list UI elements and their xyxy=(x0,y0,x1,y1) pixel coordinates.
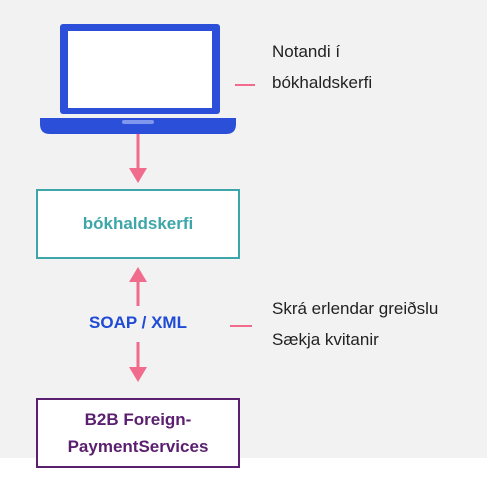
user-note: Notandi í bókhaldskerfi xyxy=(272,36,372,98)
accounting-system-label: bókhaldskerfi xyxy=(82,214,194,233)
user-note-line-2: bókhaldskerfi xyxy=(272,73,373,92)
payment-service-line-2: PaymentServices xyxy=(67,437,209,456)
protocol-label: SOAP / XML xyxy=(68,313,208,333)
action-note-line-1: Skrá erlendar greiðslu xyxy=(272,299,439,318)
action-note: Skrá erlendar greiðslu Sækja kvitanir xyxy=(272,293,438,355)
user-note-line-1: Notandi í xyxy=(272,42,341,61)
user-note-connector xyxy=(235,84,255,86)
accounting-system-box: bókhaldskerfi xyxy=(36,189,240,259)
payment-service-line-1: B2B Foreign- xyxy=(84,410,192,429)
action-note-line-2: Sækja kvitanir xyxy=(272,330,379,349)
laptop-icon xyxy=(40,24,236,134)
action-note-connector xyxy=(230,325,252,327)
payment-service-box: B2B Foreign- PaymentServices xyxy=(36,398,240,468)
